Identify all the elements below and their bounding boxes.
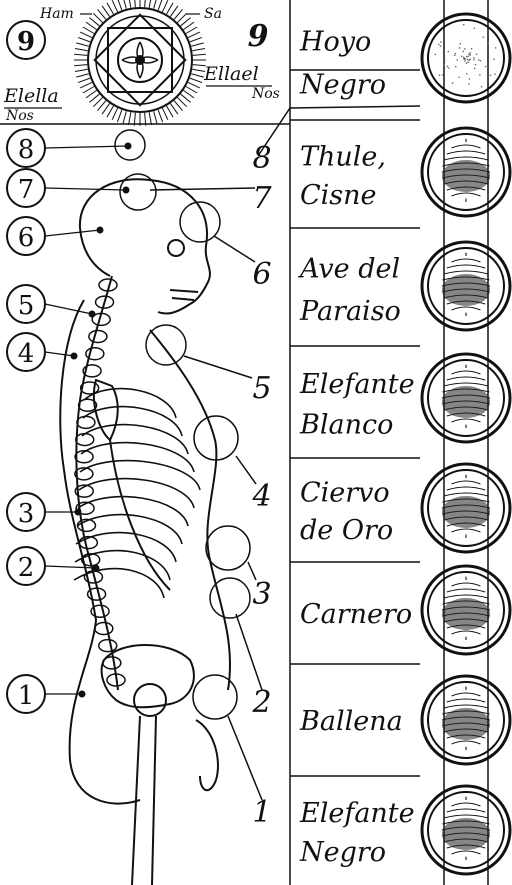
- black-elephant-icon: [422, 786, 510, 874]
- left-number-3: 3: [7, 493, 82, 531]
- animal-entry: HoyoNegro: [299, 14, 510, 102]
- bird-of-paradise-icon: [422, 242, 510, 330]
- chakra-circle-3b: [210, 578, 250, 618]
- animal-label-line1: Thule,: [300, 141, 386, 172]
- animal-label-line2: Negro: [299, 70, 386, 101]
- animal-entry: Carnero: [290, 562, 510, 654]
- chain-number-7: 7: [252, 181, 272, 216]
- top-number-right: 9: [248, 19, 269, 54]
- label-ellael: Ellael: [203, 63, 259, 85]
- white-elephant-icon: [422, 354, 510, 442]
- chakra-circle-5: [146, 325, 186, 365]
- mandala-icon: [74, 0, 206, 126]
- chain-number-3: 3: [252, 577, 271, 612]
- animal-label-line1: Ave del: [297, 254, 400, 285]
- svg-text:2: 2: [18, 553, 35, 583]
- animal-label-line2: de Oro: [300, 515, 393, 546]
- left-number-column: 8 7 6 5 4 3 2 1: [7, 129, 132, 713]
- chakra-circle-3a: [206, 526, 250, 570]
- chain-number-6: 6: [252, 257, 271, 292]
- svg-text:7: 7: [18, 175, 35, 205]
- chakra-circle-2: [193, 675, 237, 719]
- svg-text:5: 5: [18, 291, 35, 321]
- animal-label-line2: Negro: [299, 837, 386, 868]
- animal-label-line2: Blanco: [299, 409, 393, 440]
- animal-entry: Thule, Cisne: [290, 120, 510, 216]
- svg-text:3: 3: [18, 499, 35, 529]
- animal-label-line1: Hoyo: [299, 26, 371, 57]
- animal-label-line1: Ballena: [299, 706, 403, 737]
- label-ham: Ham: [39, 6, 74, 22]
- animal-label-line2: Cisne: [300, 180, 377, 211]
- animal-entry: Ave delParaiso: [290, 228, 510, 330]
- chain-number-1: 1: [252, 795, 271, 830]
- svg-text:4: 4: [18, 339, 35, 369]
- right-number-column: 8 7 6 5 4 3 2 1: [251, 141, 272, 830]
- svg-text:1: 1: [18, 681, 35, 711]
- animal-list: HoyoNegroThule,CisneAve delParaisoElefan…: [290, 14, 510, 874]
- skeleton-figure: [60, 179, 230, 885]
- svg-text:6: 6: [18, 223, 35, 253]
- left-number-8: 8: [7, 129, 132, 167]
- label-elella: Elella: [3, 85, 59, 107]
- chain-number-5: 5: [252, 371, 271, 406]
- animal-entry: Ballena: [290, 664, 510, 764]
- ram-icon: [422, 566, 510, 654]
- chain-number-4: 4: [251, 479, 271, 514]
- swan-faces-icon: [422, 128, 510, 216]
- golden-deer-icon: [422, 464, 510, 552]
- chain-leader-lines: [150, 106, 420, 800]
- left-number-6: 6: [7, 217, 104, 255]
- chain-number-2: 2: [251, 685, 271, 720]
- animal-label-line1: Ciervo: [300, 478, 390, 509]
- whale-icon: [422, 676, 510, 764]
- svg-text:8: 8: [18, 135, 35, 165]
- animal-label-line1: Elefante: [299, 798, 415, 829]
- top-number-left: 9: [7, 21, 45, 59]
- chain-number-8: 8: [252, 141, 271, 176]
- svg-text:9: 9: [17, 27, 35, 57]
- animal-entry: ElefanteBlanco: [290, 346, 510, 442]
- animal-label-line2: Paraiso: [299, 296, 401, 327]
- label-sa: Sa: [204, 6, 222, 22]
- label-nos-right: Nos: [251, 86, 280, 102]
- label-nos-left: Nos: [5, 108, 34, 124]
- animal-entry: ElefanteNegro: [290, 776, 510, 874]
- animal-label-line1: Carnero: [300, 599, 412, 630]
- animal-entry: Ciervo de Oro: [290, 458, 510, 552]
- left-number-7: 7: [7, 169, 130, 207]
- black-hole-icon: [422, 14, 510, 102]
- animal-label-line1: Elefante: [299, 369, 415, 400]
